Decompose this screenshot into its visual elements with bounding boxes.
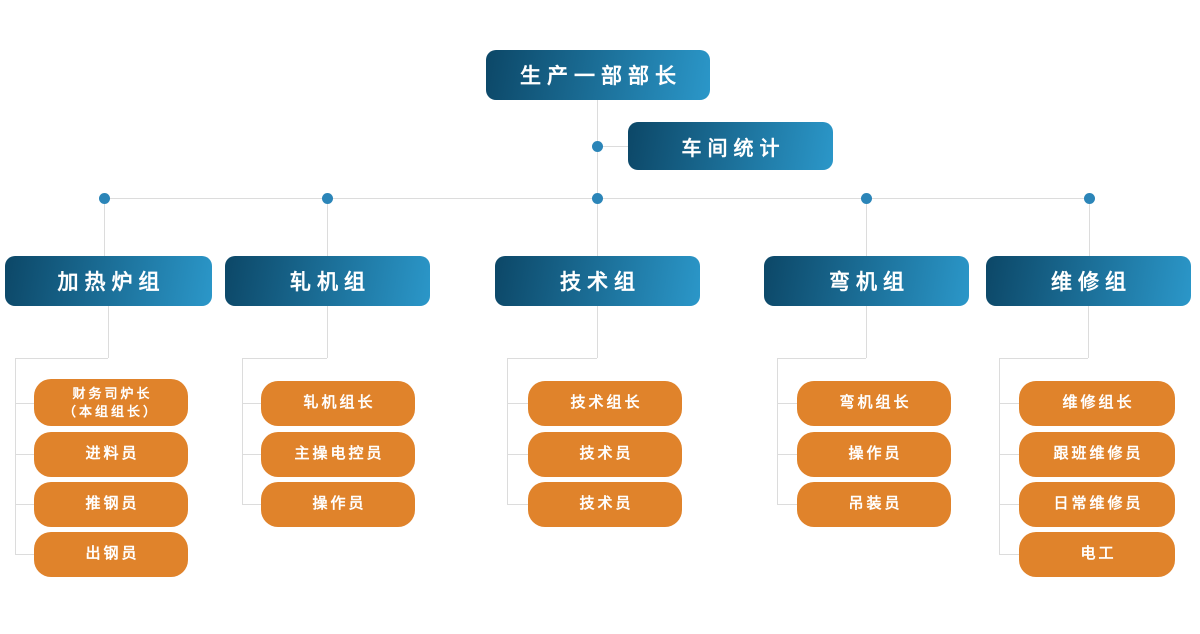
junction-dot	[99, 193, 110, 204]
connector-line	[597, 306, 598, 358]
connector-line	[999, 504, 1019, 505]
connector-line	[597, 100, 598, 256]
node-group-technical: 技术组	[495, 256, 700, 306]
node-group-rolling-mill: 轧机组	[225, 256, 430, 306]
connector-line	[327, 306, 328, 358]
node-member: 轧机组长	[261, 381, 415, 426]
node-member: 财务司炉长 （本组组长）	[34, 379, 188, 426]
node-member: 主操电控员	[261, 432, 415, 477]
node-assistant: 车间统计	[628, 122, 833, 170]
connector-line	[507, 403, 528, 404]
node-member: 操作员	[797, 432, 951, 477]
node-member: 进料员	[34, 432, 188, 477]
connector-line	[15, 504, 34, 505]
connector-line	[866, 306, 867, 358]
connector-line	[15, 454, 34, 455]
connector-line	[777, 358, 778, 504]
node-member: 维修组长	[1019, 381, 1175, 426]
connector-line	[15, 554, 34, 555]
connector-line	[242, 454, 261, 455]
node-member: 跟班维修员	[1019, 432, 1175, 477]
junction-dot	[861, 193, 872, 204]
connector-line	[999, 403, 1019, 404]
node-member: 弯机组长	[797, 381, 951, 426]
node-member: 吊装员	[797, 482, 951, 527]
node-group-maintenance: 维修组	[986, 256, 1191, 306]
junction-dot	[1084, 193, 1095, 204]
connector-line	[777, 504, 797, 505]
connector-line	[507, 454, 528, 455]
connector-line	[242, 504, 261, 505]
connector-line	[15, 403, 34, 404]
connector-line	[999, 358, 1088, 359]
node-member: 操作员	[261, 482, 415, 527]
connector-line	[777, 358, 866, 359]
connector-line	[866, 198, 867, 256]
junction-dot	[592, 141, 603, 152]
connector-line	[15, 358, 16, 554]
node-member: 推钢员	[34, 482, 188, 527]
connector-line	[999, 454, 1019, 455]
junction-dot	[322, 193, 333, 204]
connector-line	[1088, 306, 1089, 358]
node-group-heating-furnace: 加热炉组	[5, 256, 212, 306]
node-root: 生产一部部长	[486, 50, 710, 100]
connector-line	[507, 358, 508, 504]
node-member: 技术员	[528, 482, 682, 527]
connector-line	[999, 554, 1019, 555]
connector-line	[242, 403, 261, 404]
node-member: 技术员	[528, 432, 682, 477]
node-member: 出钢员	[34, 532, 188, 577]
connector-line	[777, 454, 797, 455]
node-member: 技术组长	[528, 381, 682, 426]
connector-line	[242, 358, 243, 504]
connector-line	[108, 306, 109, 358]
connector-line	[1089, 198, 1090, 256]
connector-line	[999, 358, 1000, 554]
connector-line	[507, 504, 528, 505]
connector-line	[597, 146, 628, 147]
connector-line	[104, 198, 105, 256]
connector-line	[15, 358, 108, 359]
node-member: 电工	[1019, 532, 1175, 577]
connector-line	[242, 358, 327, 359]
connector-line	[507, 358, 597, 359]
connector-line	[777, 403, 797, 404]
node-member: 日常维修员	[1019, 482, 1175, 527]
junction-dot	[592, 193, 603, 204]
connector-line	[327, 198, 328, 256]
node-group-bending-machine: 弯机组	[764, 256, 969, 306]
